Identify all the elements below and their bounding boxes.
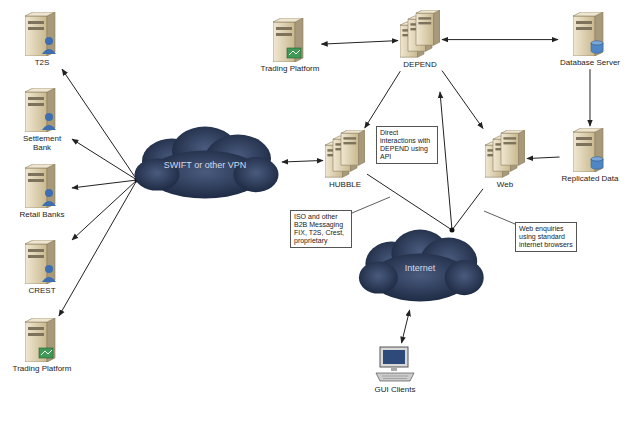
person-icon — [25, 240, 59, 284]
trade-icon — [25, 318, 59, 362]
node-label: Replicated Data — [562, 174, 619, 183]
connector-line — [72, 180, 137, 240]
connector-line — [365, 71, 401, 128]
stack-icon — [325, 130, 365, 178]
server-node: Web — [485, 130, 525, 189]
network-cloud: Internet — [355, 228, 485, 308]
connector-line — [442, 71, 483, 129]
callout-note: Direct interactions with DEPEND using AP… — [376, 126, 438, 164]
server-node: Database Server — [560, 12, 620, 67]
connector-line — [72, 180, 137, 188]
server-node: T2S — [14, 12, 70, 67]
server-node: Trading Platform — [4, 318, 80, 373]
connector-line — [442, 39, 558, 40]
node-label: DEPEND — [400, 60, 440, 69]
connector-line — [59, 180, 137, 316]
callout-note: ISO and other B2B Messaging FIX, T2S, Cr… — [290, 210, 352, 248]
node-label: Database Server — [560, 58, 620, 67]
node-label: SWIFT or other VPN — [130, 125, 280, 205]
trade-icon — [273, 18, 307, 62]
node-label: HUBBLE — [325, 180, 365, 189]
db-icon — [573, 128, 607, 172]
person-icon — [25, 12, 59, 56]
server-node: DEPEND — [400, 10, 440, 69]
node-label: Trading Platform — [4, 364, 80, 373]
connector-line — [367, 174, 452, 230]
client-computer: GUI Clients — [374, 345, 416, 394]
person-icon — [25, 88, 59, 132]
pc-icon — [374, 345, 416, 383]
server-node: Trading Platform — [261, 18, 320, 73]
server-node: Settlement Bank — [14, 88, 70, 152]
callout-note: Web enquiries using standard internet br… — [515, 222, 577, 252]
server-node: Replicated Data — [562, 128, 619, 183]
node-label: GUI Clients — [374, 385, 416, 394]
db-icon — [573, 12, 607, 56]
leader-line — [352, 197, 390, 213]
node-label: Web — [485, 180, 525, 189]
server-node: CREST — [14, 240, 70, 295]
server-node: Retail Banks — [14, 164, 70, 219]
node-label: Retail Banks — [14, 210, 70, 219]
node-label: CREST — [14, 286, 70, 295]
person-icon — [25, 164, 59, 208]
connector-line — [452, 189, 483, 230]
connector-line — [62, 69, 137, 180]
node-label: Trading Platform — [261, 64, 320, 73]
junction-dot — [450, 228, 455, 233]
node-label: Settlement Bank — [14, 134, 70, 152]
stack-icon — [400, 10, 440, 58]
connector-line — [321, 41, 398, 45]
leader-line — [484, 211, 515, 224]
server-node: HUBBLE — [325, 130, 365, 189]
stack-icon — [485, 130, 525, 178]
connector-line — [527, 157, 560, 159]
connector-line — [282, 160, 323, 162]
connector-line — [589, 69, 590, 126]
connector-line — [402, 310, 410, 343]
network-cloud: SWIFT or other VPN — [130, 125, 280, 205]
node-label: Internet — [355, 228, 485, 308]
connector-line — [72, 139, 137, 180]
connector-line — [440, 92, 452, 230]
node-label: T2S — [14, 58, 70, 67]
